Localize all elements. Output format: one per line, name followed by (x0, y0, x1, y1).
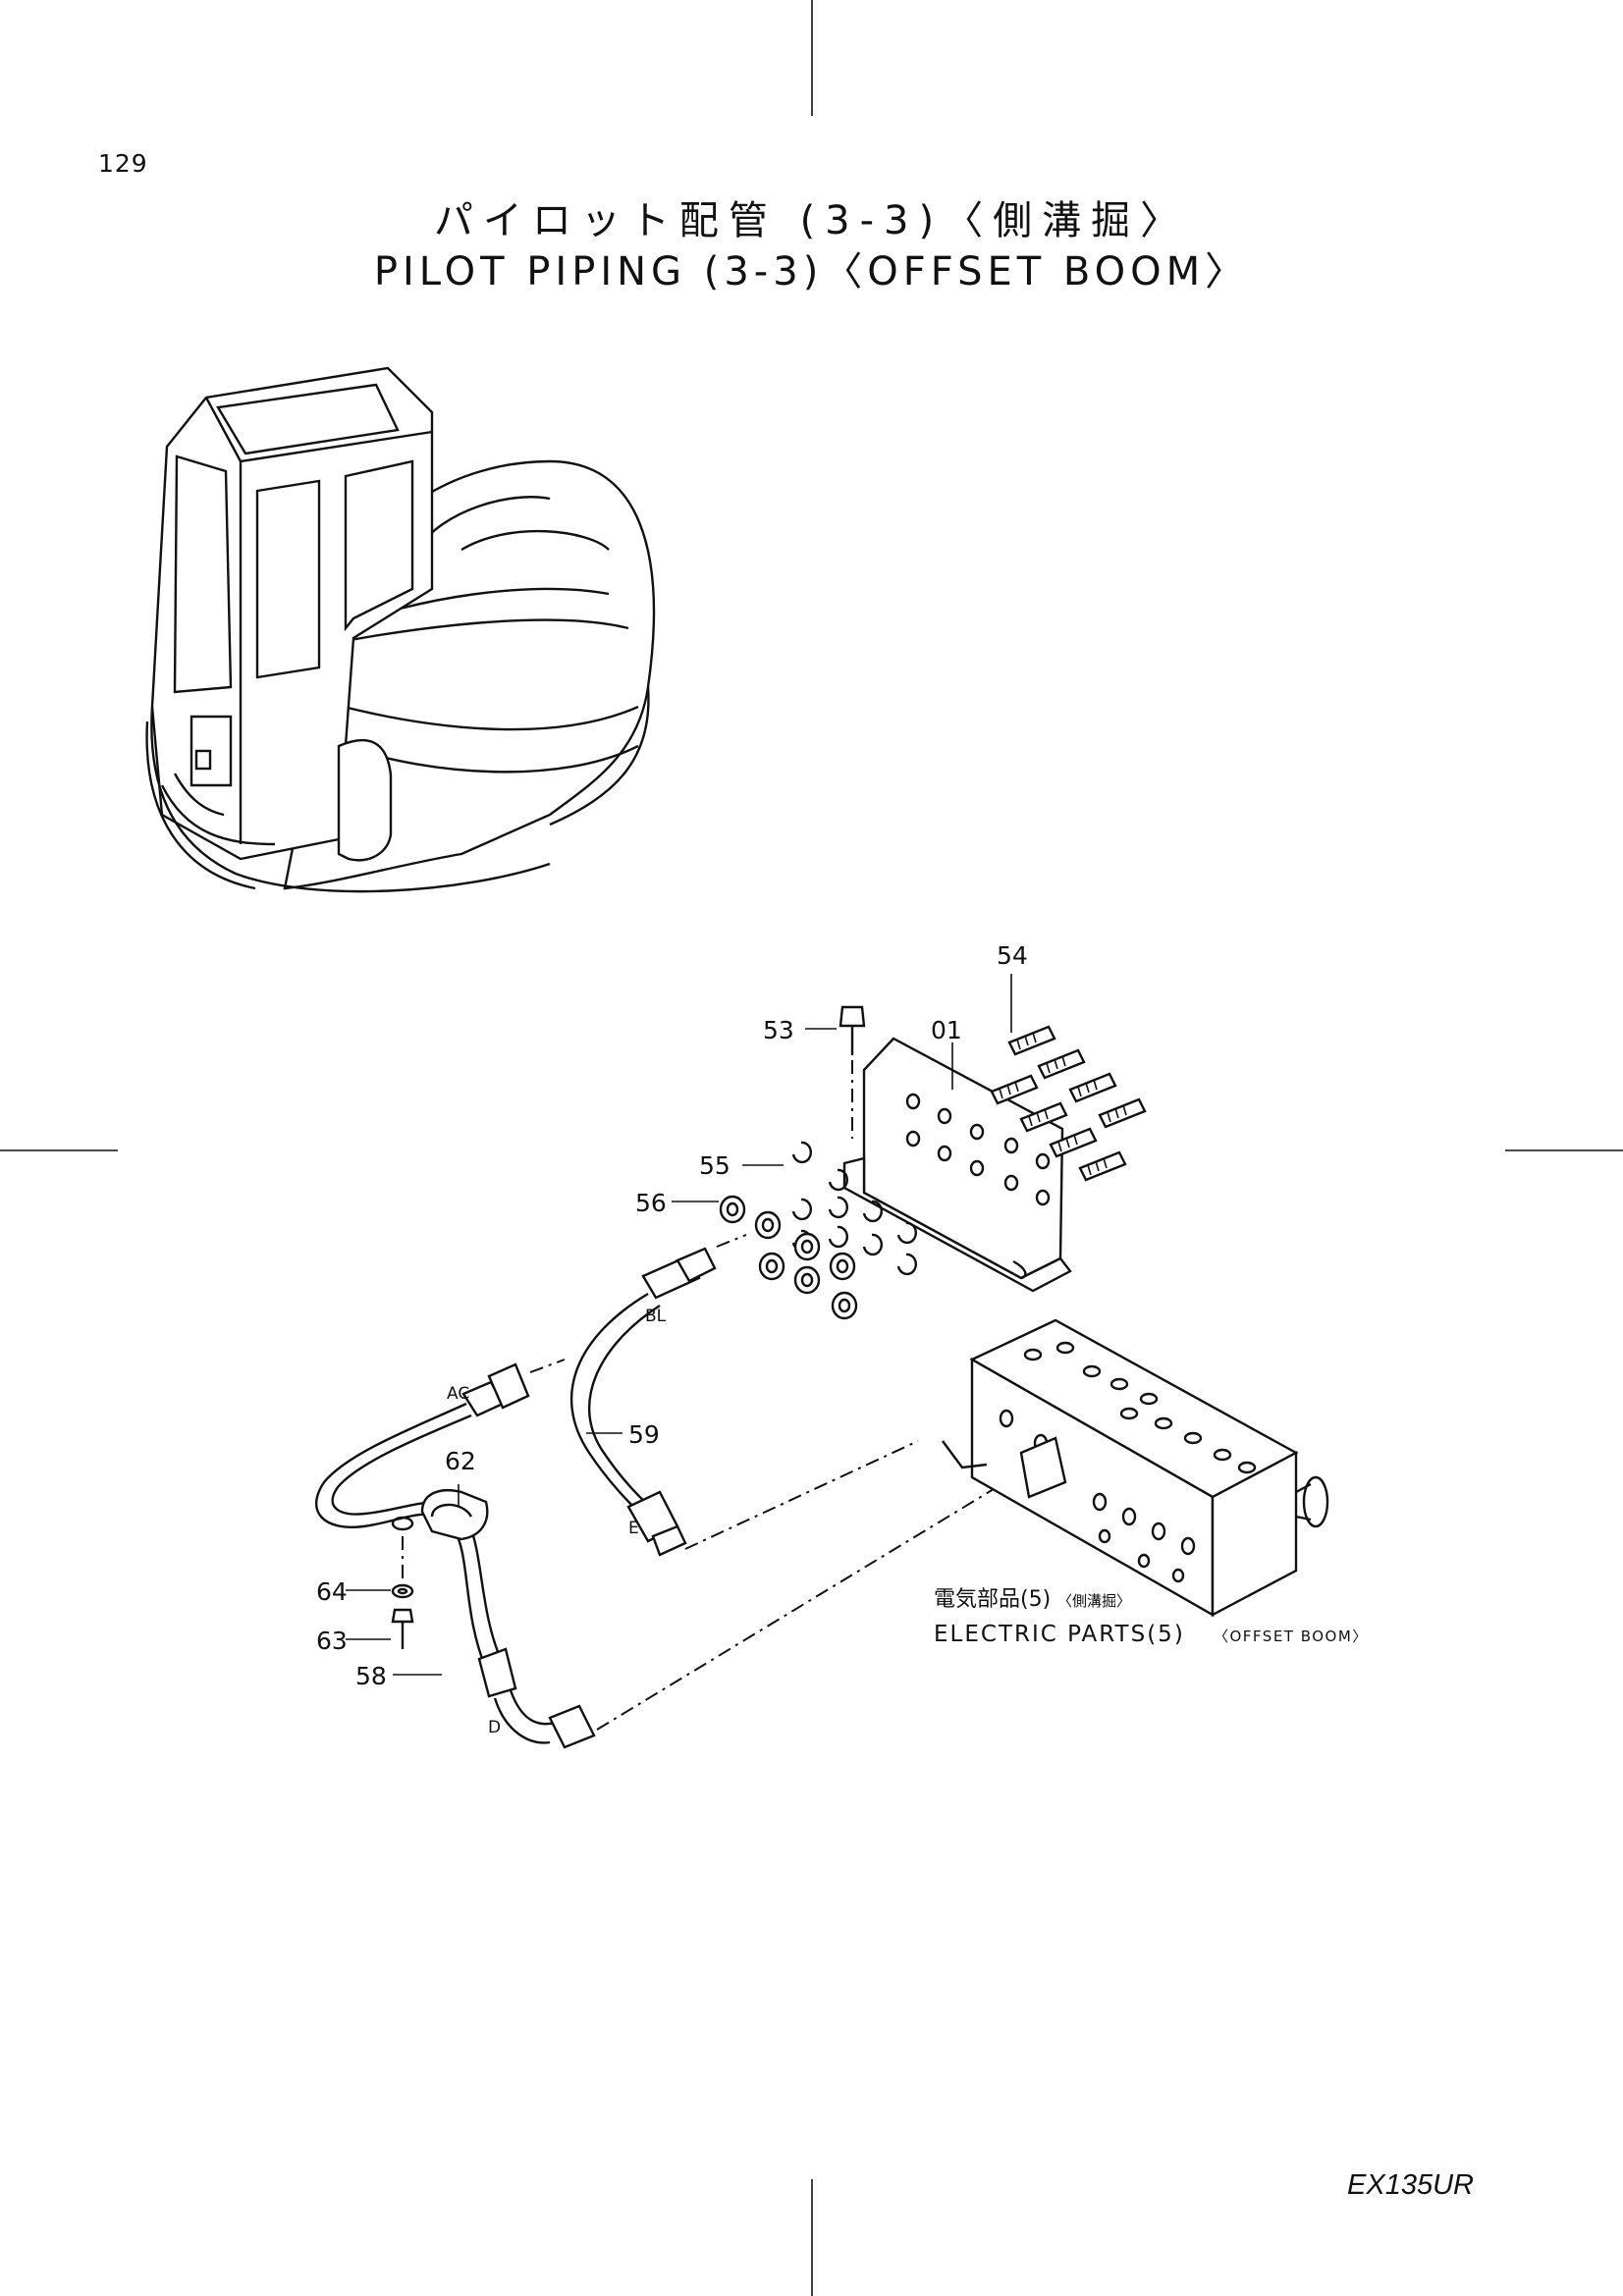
callout-01: 01 (931, 1016, 962, 1044)
xref-en-sub: 〈OFFSET BOOM〉 (1214, 1628, 1369, 1645)
callout-63: 63 (316, 1627, 348, 1655)
hose-58 (314, 1359, 1022, 1749)
callout-59: 59 (628, 1420, 660, 1449)
xref-jp-main: 電気部品(5) (934, 1587, 1051, 1612)
hose-59 (570, 1234, 919, 1557)
xref-jp-sub: 〈側溝掘〉 (1057, 1592, 1131, 1610)
electric-parts-cross-reference: 電気部品(5) 〈側溝掘〉 ELECTRIC PARTS(5) 〈OFFSET … (934, 1587, 1369, 1647)
port-letter-bl: BL (645, 1307, 667, 1326)
port-letter-d: D (488, 1718, 501, 1737)
callout-58: 58 (355, 1662, 387, 1690)
washer-64 (391, 1583, 414, 1599)
model-number: EX135UR (1347, 2169, 1474, 2201)
port-letter-ac: AC (447, 1384, 469, 1404)
xref-en-main: ELECTRIC PARTS(5) (934, 1622, 1185, 1647)
bolt-53 (839, 1005, 866, 1139)
callout-64: 64 (316, 1577, 348, 1606)
callout-54: 54 (997, 941, 1028, 970)
port-letter-e: E (628, 1519, 639, 1538)
nuts-56 (719, 1195, 858, 1320)
page-title-english: PILOT PIPING (3-3)〈OFFSET BOOM〉 (373, 249, 1250, 294)
bracket-plate-01 (842, 1037, 1072, 1293)
clamp-62 (391, 1489, 489, 1541)
fittings-54 (990, 1025, 1147, 1182)
callout-62: 62 (445, 1447, 476, 1475)
callout-56: 56 (635, 1189, 667, 1217)
callout-55: 55 (699, 1151, 730, 1180)
bolt-63 (391, 1536, 414, 1649)
excavator-overview-illustration (145, 366, 656, 893)
page-title-japanese: パイロット配管 (3-3)〈側溝掘〉 (433, 198, 1190, 243)
leader-lines (346, 974, 1012, 1676)
control-valve-block (942, 1318, 1329, 1618)
callout-53: 53 (763, 1016, 794, 1044)
page-number: 129 (98, 149, 148, 178)
bracket-holes (905, 1093, 1051, 1206)
